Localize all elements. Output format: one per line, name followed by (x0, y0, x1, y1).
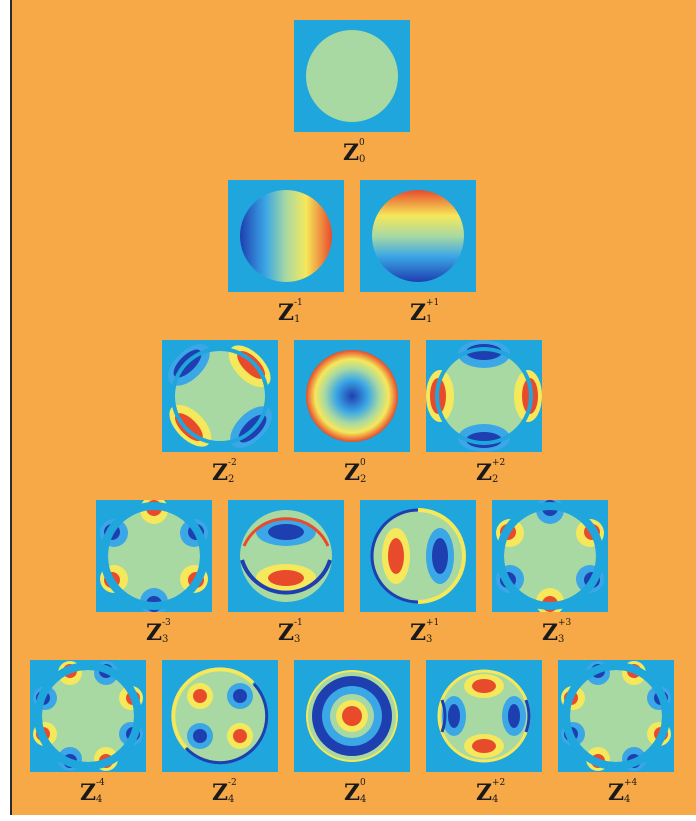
label-sup: +2 (492, 778, 505, 788)
label-sup: -3 (162, 618, 171, 628)
zernike-tile-z3-m1 (228, 500, 344, 612)
zernike-tile-z3-p3 (492, 500, 608, 612)
label-sup: +3 (558, 618, 571, 628)
zernike-tile-z3-m3 (96, 500, 212, 612)
diagram-background: Z 0 0 Z -1 1 (10, 0, 696, 815)
label-sub: 1 (294, 314, 300, 325)
label-sub: 0 (359, 154, 365, 165)
label-sub: 1 (426, 314, 432, 325)
label-z3-m1: Z -1 3 (252, 618, 322, 652)
label-z3-p3: Z +3 3 (516, 618, 586, 652)
label-sub: 3 (558, 634, 564, 645)
zernike-tile-z0-0 (294, 20, 410, 132)
label-sub: 3 (426, 634, 432, 645)
zernike-tile-z2-m2 (162, 340, 278, 452)
label-sub: 4 (624, 794, 630, 805)
label-z4-m4: Z -4 4 (54, 778, 124, 812)
label-z2-p2: Z +2 2 (450, 458, 520, 492)
label-z1-p1: Z +1 1 (384, 298, 454, 332)
label-sup: 0 (360, 778, 366, 788)
zernike-tile-z1-p1 (360, 180, 476, 292)
label-sup: -1 (294, 618, 303, 628)
zernike-tile-z1-m1 (228, 180, 344, 292)
label-sup: -2 (228, 778, 237, 788)
label-sup: +2 (492, 458, 505, 468)
label-sup: -2 (228, 458, 237, 468)
zernike-tile-z2-p2 (426, 340, 542, 452)
label-base: Z (344, 462, 360, 484)
label-sup: 0 (360, 458, 366, 468)
label-base: Z (476, 462, 492, 484)
label-z2-0: Z 0 2 (318, 458, 388, 492)
zernike-tile-z4-0 (294, 660, 410, 772)
zernike-tile-z4-p2 (426, 660, 542, 772)
label-sup: +1 (426, 298, 439, 308)
label-base: Z (212, 462, 228, 484)
label-sub: 4 (492, 794, 498, 805)
label-z2-m2: Z -2 2 (186, 458, 256, 492)
label-base: Z (146, 622, 162, 644)
label-base: Z (410, 622, 426, 644)
label-z3-p1: Z +1 3 (384, 618, 454, 652)
label-sub: 2 (360, 474, 366, 485)
label-z4-m2: Z -2 4 (186, 778, 256, 812)
label-base: Z (608, 782, 624, 804)
label-sub: 2 (492, 474, 498, 485)
zernike-tile-z3-p1 (360, 500, 476, 612)
zernike-tile-z4-m4 (30, 660, 146, 772)
label-sup: +4 (624, 778, 637, 788)
label-sup: +1 (426, 618, 439, 628)
label-base: Z (476, 782, 492, 804)
label-base: Z (343, 142, 359, 164)
label-sub: 3 (162, 634, 168, 645)
label-z1-m1: Z -1 1 (252, 298, 322, 332)
label-z0-0: Z 0 0 (317, 138, 387, 172)
zernike-tile-z4-p4 (558, 660, 674, 772)
label-base: Z (410, 302, 426, 324)
label-sup: -1 (294, 298, 303, 308)
label-base: Z (542, 622, 558, 644)
label-sub: 4 (360, 794, 366, 805)
label-sup: 0 (359, 138, 365, 148)
label-z4-p4: Z +4 4 (582, 778, 652, 812)
zernike-tile-z4-m2 (162, 660, 278, 772)
label-sub: 2 (228, 474, 234, 485)
label-z4-p2: Z +2 4 (450, 778, 520, 812)
label-z3-m3: Z -3 3 (120, 618, 190, 652)
label-z4-0: Z 0 4 (318, 778, 388, 812)
zernike-tile-z2-0 (294, 340, 410, 452)
label-sub: 3 (294, 634, 300, 645)
label-sup: -4 (96, 778, 105, 788)
label-base: Z (80, 782, 96, 804)
label-base: Z (278, 622, 294, 644)
label-base: Z (278, 302, 294, 324)
label-sub: 4 (96, 794, 102, 805)
label-base: Z (212, 782, 228, 804)
label-sub: 4 (228, 794, 234, 805)
label-base: Z (344, 782, 360, 804)
